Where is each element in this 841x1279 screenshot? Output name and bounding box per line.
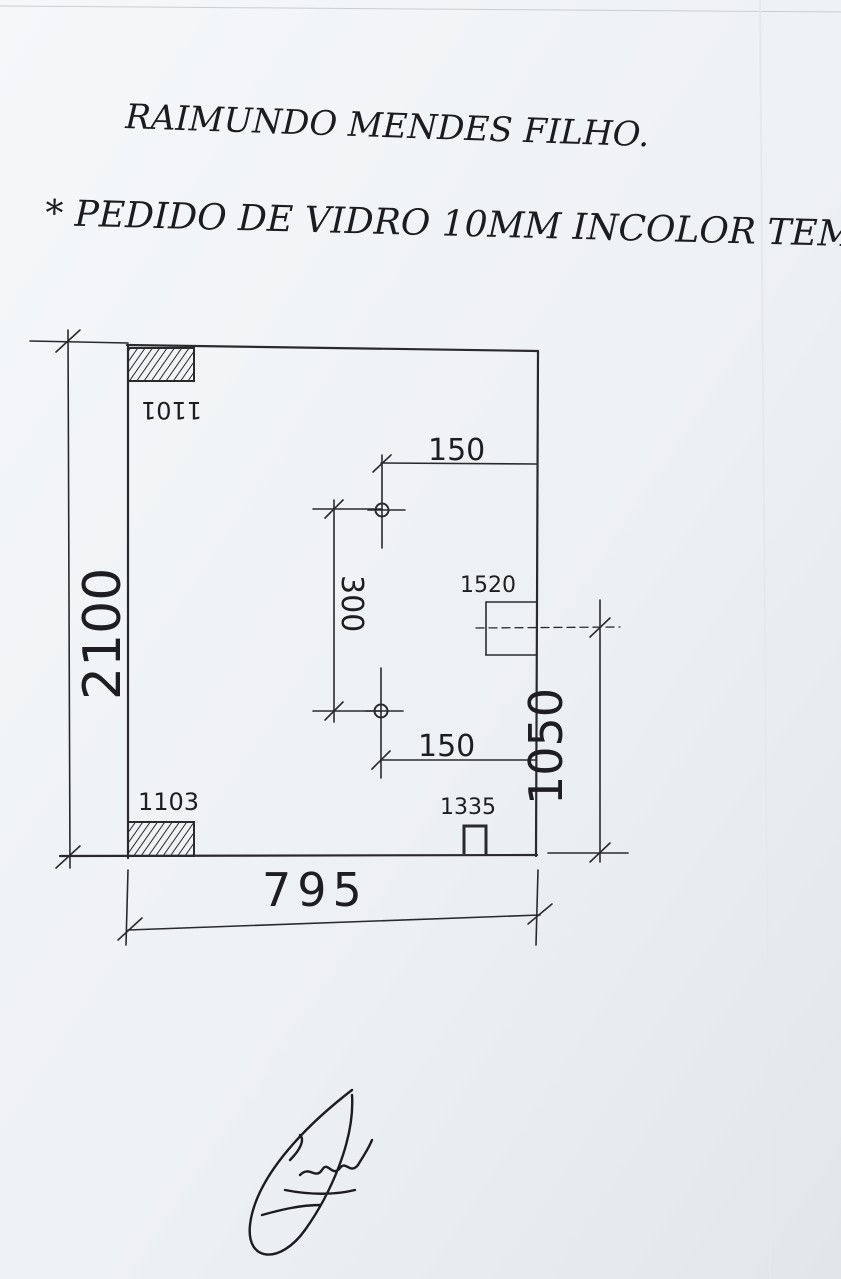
handle-cutout <box>475 601 621 656</box>
handle-code: 1520 <box>460 573 516 598</box>
glass-panel-outline <box>58 343 540 860</box>
signature <box>248 1088 374 1256</box>
lock-cutout <box>462 824 488 854</box>
paper-crease <box>759 0 771 1279</box>
width-dimension-line <box>117 869 553 946</box>
bottom-hole-offset-dimension <box>371 750 537 770</box>
bottom-hole-offset-label: 150 <box>418 729 475 764</box>
handle-height-label: 1050 <box>519 688 573 805</box>
height-dimension-line <box>29 329 129 869</box>
height-label: 2100 <box>73 568 133 700</box>
lock-code: 1335 <box>440 795 496 820</box>
width-label: 795 <box>262 863 368 917</box>
top-hole-offset-label: 150 <box>428 433 485 468</box>
top-hole <box>367 454 406 549</box>
hole-spacing-dimension <box>312 499 383 723</box>
handle-height-dimension <box>547 599 629 863</box>
top-hinge-code: 1101 <box>141 396 202 424</box>
hole-spacing-label: 300 <box>334 575 369 632</box>
top-hole-offset-dimension <box>372 454 537 473</box>
paper-edge <box>0 5 841 13</box>
bottom-hinge-cutout <box>127 821 195 857</box>
bottom-hinge-code: 1103 <box>138 788 199 816</box>
top-hinge-cutout <box>127 347 195 382</box>
